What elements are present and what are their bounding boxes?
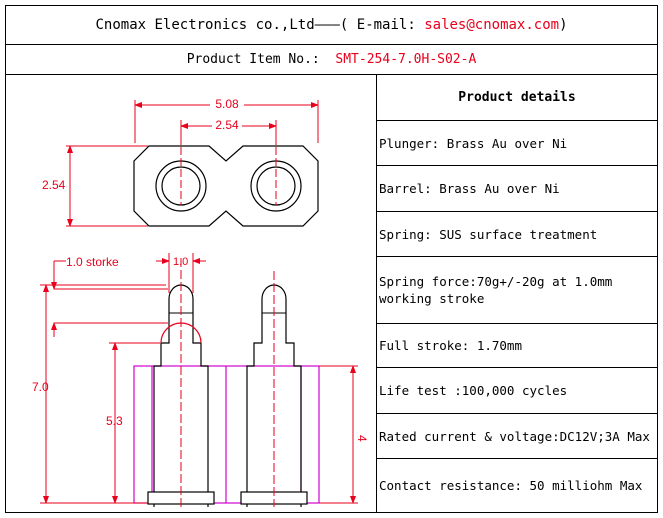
detail-plunger: Plunger: Brass Au over Ni xyxy=(377,121,657,166)
detail-contact-resistance: Contact resistance: 50 milliohm Max xyxy=(379,478,643,493)
details-title: Product details xyxy=(377,75,657,121)
drawing-canvas: 5.08 2.54 2.54 xyxy=(32,97,369,507)
dim-top-height: 2.54 xyxy=(42,145,148,227)
detail-full-stroke: Full stroke: 1.70mm xyxy=(377,324,657,368)
product-details-table: Product details Plunger: Brass Au over N… xyxy=(377,75,657,512)
detail-life-test: Life test :100,000 cycles xyxy=(377,368,657,414)
dim-body-height: 5.3 xyxy=(106,342,160,504)
spec-sheet: Cnomax Electronics co.,Ltd———( E-mail: s… xyxy=(5,5,658,513)
dim-top-height-label: 2.54 xyxy=(42,178,66,192)
product-item-label: Product Item No.: xyxy=(186,51,336,67)
dim-overall-width: 5.08 xyxy=(134,97,319,143)
email-link[interactable]: sales@cnomax.com xyxy=(424,17,560,33)
dim-pitch: 2.54 xyxy=(180,118,277,145)
dim-plunger-width-label: 1.0 xyxy=(173,256,188,268)
dim-housing-height: 4 xyxy=(319,365,369,504)
dim-body-height-label: 5.3 xyxy=(106,414,123,428)
dim-plunger-width: 1.0 xyxy=(156,253,206,293)
product-item-row: Product Item No.: SMT-254-7.0H-S02-A xyxy=(6,44,657,75)
detail-barrel: Barrel: Brass Au over Ni xyxy=(377,166,657,212)
dim-pitch-label: 2.54 xyxy=(215,118,239,132)
company-name: Cnomax Electronics co.,Ltd———( E-mail: xyxy=(95,17,425,33)
product-item-number: SMT-254-7.0H-S02-A xyxy=(335,51,477,67)
company-header: Cnomax Electronics co.,Ltd———( E-mail: s… xyxy=(6,6,657,45)
top-view xyxy=(133,145,319,227)
detail-spring-force: Spring force:70g+/-20g at 1.0mm working … xyxy=(377,257,657,324)
dim-stroke-label: 1.0 storke xyxy=(66,255,119,269)
dim-housing-height-label: 4 xyxy=(355,435,369,442)
detail-spring: Spring: SUS surface treatment xyxy=(377,212,657,257)
dim-total-height-label: 7.0 xyxy=(32,380,49,394)
technical-drawing: 5.08 2.54 2.54 xyxy=(6,75,377,512)
dim-total-height: 7.0 xyxy=(32,284,166,504)
side-view xyxy=(133,258,320,507)
dim-overall-width-label: 5.08 xyxy=(215,97,239,111)
dim-stroke: 1.0 storke xyxy=(51,255,168,337)
header-close: ) xyxy=(559,17,568,33)
detail-rated-current: Rated current & voltage:DC12V;3A Max xyxy=(377,414,657,459)
